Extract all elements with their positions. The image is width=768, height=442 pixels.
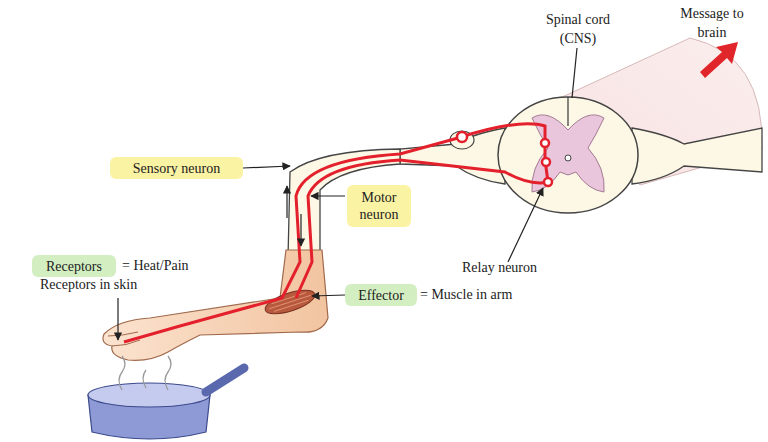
leader-line [508,188,543,262]
relay-cell-body [542,158,550,166]
direction-arrow [300,214,301,246]
annotation-label: = Muscle in arm [420,285,560,304]
message-arrow [700,42,738,78]
pot-handle [206,368,244,392]
pot-rim [88,383,210,407]
label-text: Motor neuron [347,189,411,223]
right-nerve-root [632,128,762,184]
label-text: Effector [358,287,404,304]
median-fissure [567,97,568,126]
central-canal [565,155,571,161]
label-text: Receptors [46,258,102,275]
motor-neuron-fibre [296,160,548,298]
highlight-label: Motor neuron [347,185,411,227]
annotation-label: Message to brain [668,4,756,42]
leader-line [312,295,345,296]
annotation-label: Relay neuron [462,258,572,277]
spinal-cord-section [498,97,638,213]
annotation-label: = Heat/Pain Receptors in skin [40,256,222,294]
steam [119,356,171,390]
synapse [541,139,549,147]
highlight-label: Receptors [32,255,116,277]
leader-line [572,48,577,98]
direction-arrow [286,186,287,218]
left-nerve-root [400,128,505,184]
leader-line [243,166,290,168]
highlight-label: Sensory neuron [110,157,243,179]
annotation-label: Spinal cord (CNS) [528,10,628,48]
leader-line [311,195,345,196]
synapse [544,178,552,186]
label-text: Sensory neuron [133,160,221,177]
sensory-cell-body [457,132,467,142]
highlight-label: Effector [345,284,417,306]
leader-line [117,298,118,340]
